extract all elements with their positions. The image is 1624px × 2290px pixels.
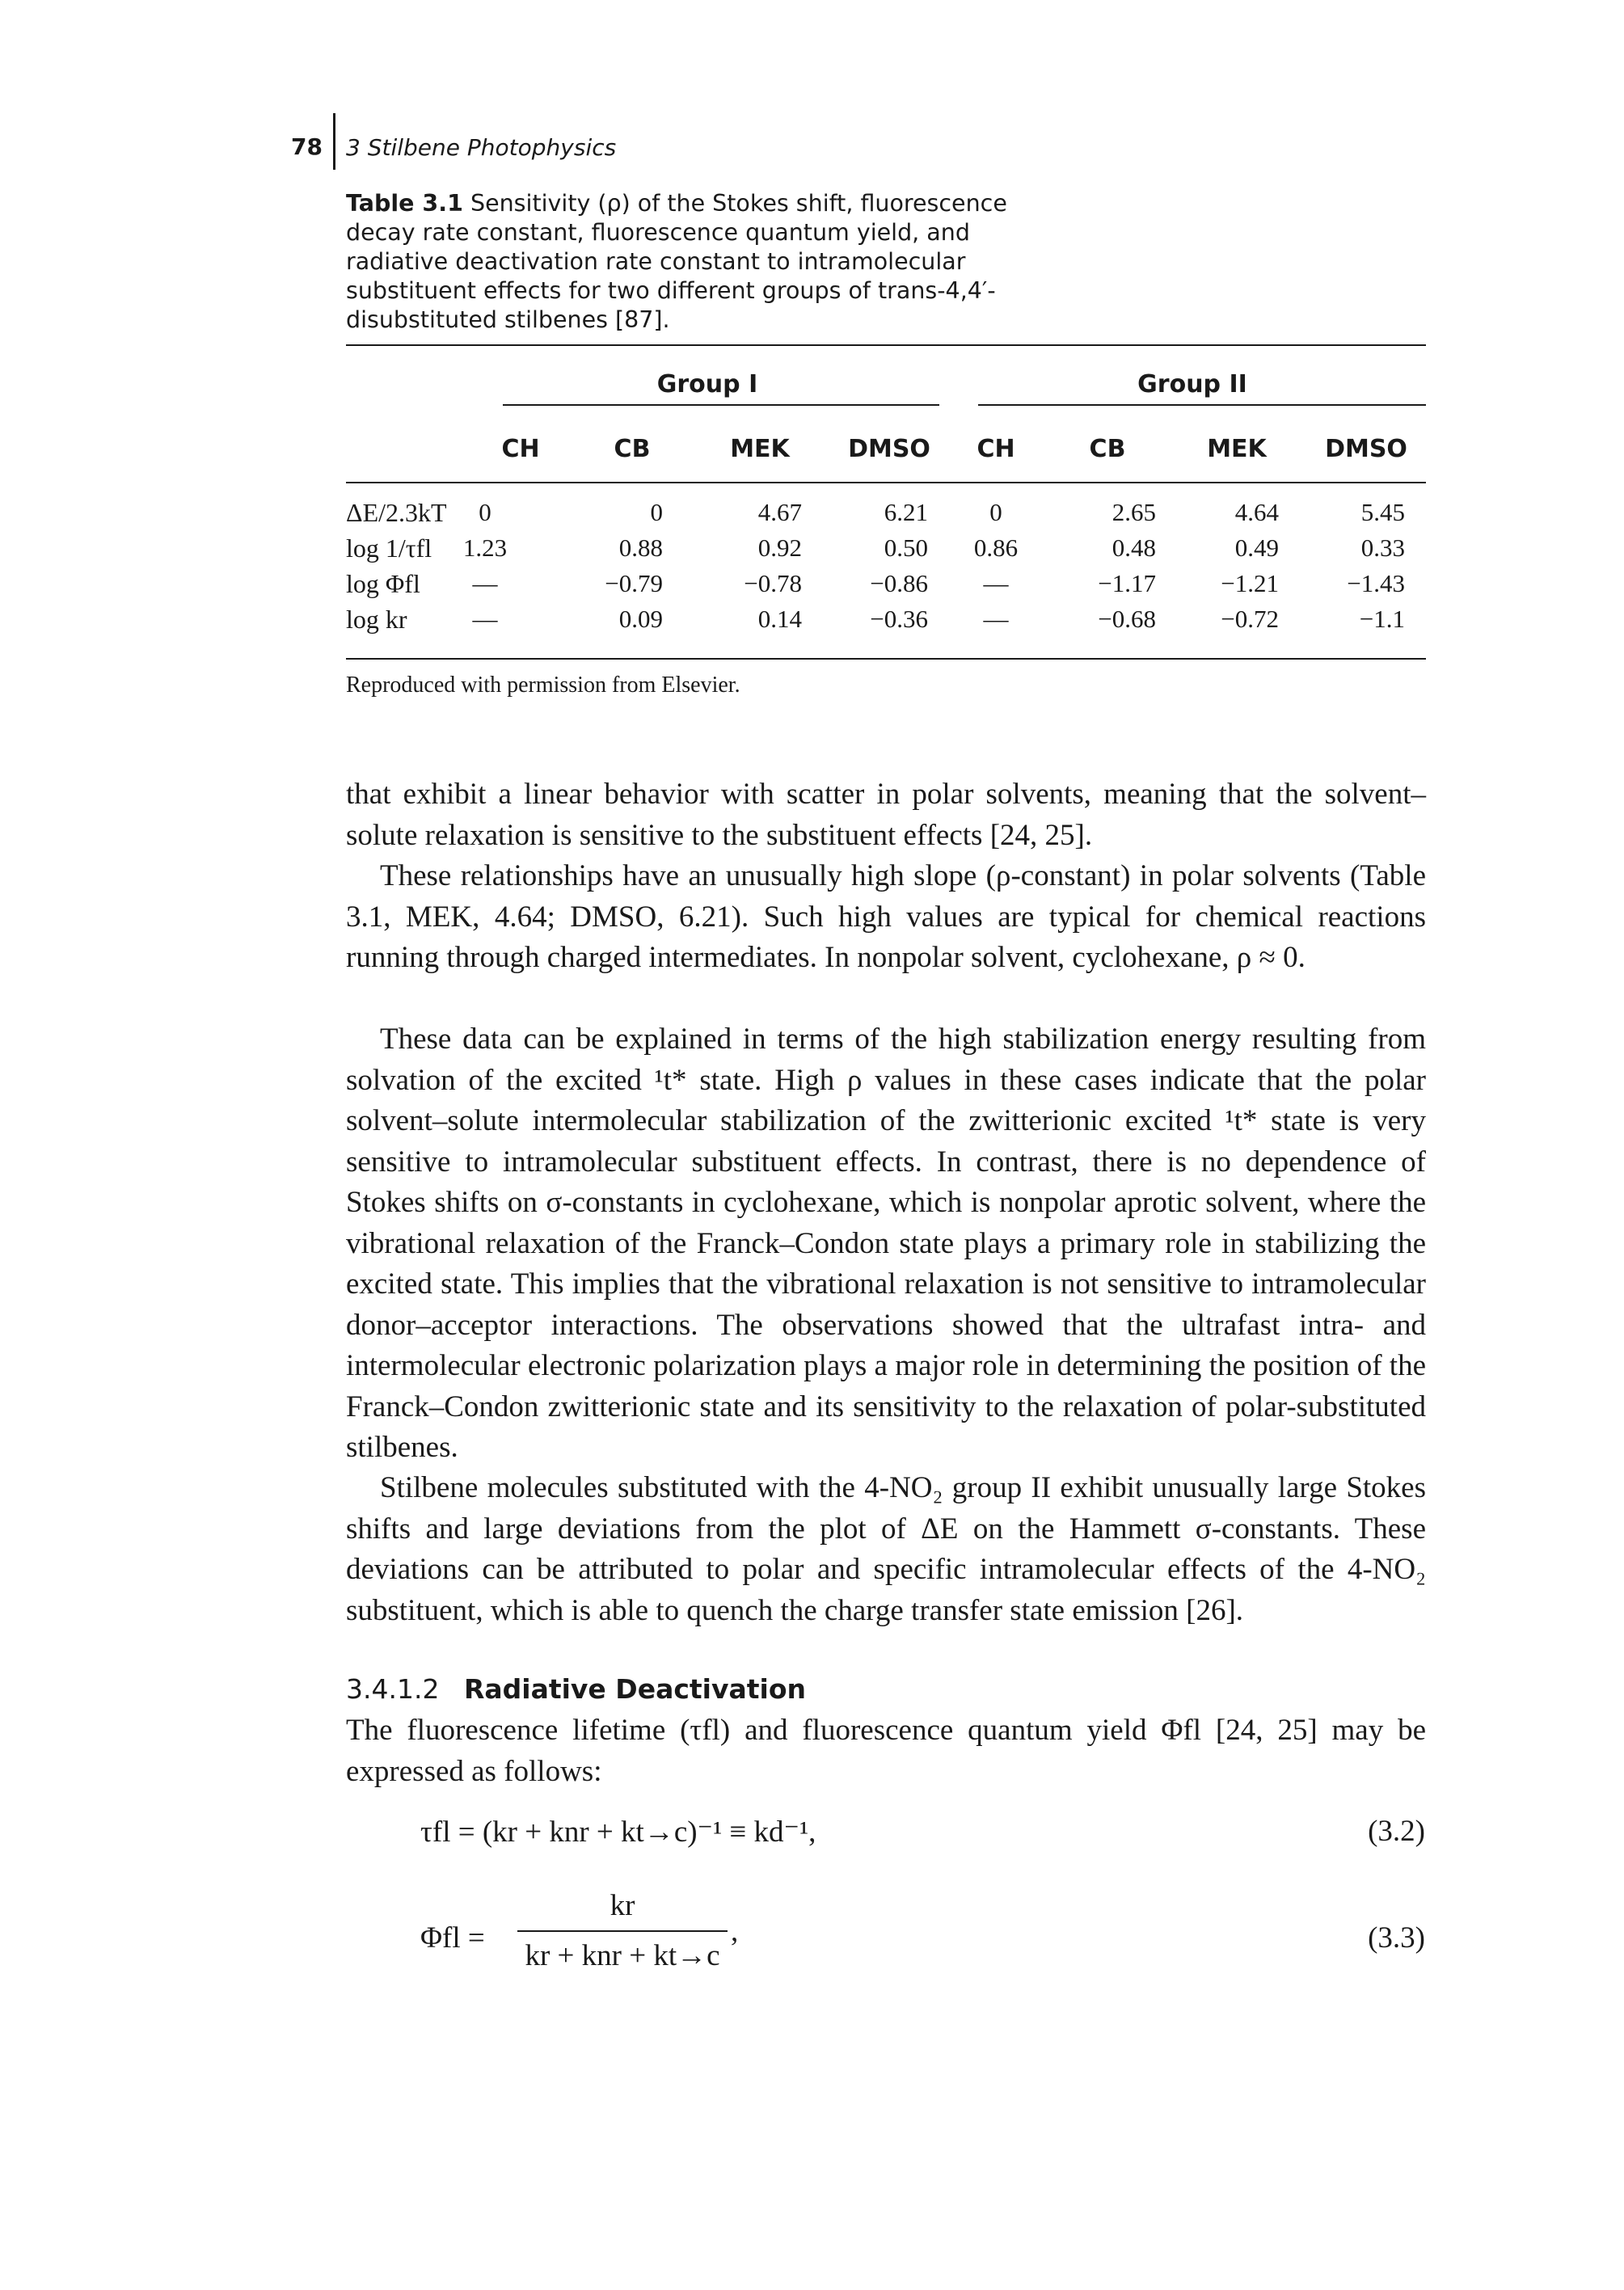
column-header-mek-1: MEK: [730, 435, 790, 463]
table-cell: —: [983, 605, 1009, 633]
group-1-rule: [503, 404, 939, 406]
column-header-cb-1: CB: [614, 435, 651, 463]
table-caption-label: Table 3.1: [346, 190, 463, 217]
equation-3-2: τfl = (kr + knr + kt→c)⁻¹ ≡ kd⁻¹,: [420, 1816, 816, 1849]
table-cell: 0.33: [1360, 533, 1405, 562]
running-head: 3 Stilbene Photophysics: [346, 134, 617, 161]
table-cell: −0.79: [605, 569, 663, 597]
table-cell: 0.88: [618, 533, 663, 562]
paragraph-1: that exhibit a linear behavior with scat…: [346, 778, 1426, 852]
paragraph-4: Stilbene molecules substituted with the …: [346, 1471, 1426, 1627]
table-cell: 0.48: [1111, 533, 1156, 562]
table-cell: −0.78: [744, 569, 802, 597]
group-2-rule: [978, 404, 1426, 406]
table-caption-text: Sensitivity (ρ) of the Stokes shift, flu…: [346, 190, 1007, 333]
table-cell: −1.21: [1221, 569, 1279, 597]
column-header-dmso-2: DMSO: [1325, 435, 1407, 463]
equation-3-3-denominator: kr + knr + kt→c: [525, 1939, 720, 1972]
row-label-log-tau: log 1/τfl: [346, 533, 432, 563]
table-cell: −0.36: [870, 605, 928, 633]
table-bottom-rule: [346, 658, 1426, 660]
table-cell: 6.21: [884, 498, 928, 526]
table-cell: 0: [989, 498, 1002, 526]
table-cell: 0.49: [1234, 533, 1279, 562]
column-header-cb-2: CB: [1089, 435, 1126, 463]
section-number: 3.4.1.2: [346, 1673, 440, 1705]
table-note: Reproduced with permission from Elsevier…: [346, 673, 740, 698]
table-cell: 2.65: [1111, 498, 1156, 526]
table-cell: −0.72: [1221, 605, 1279, 633]
table-cell: 1.23: [462, 533, 508, 562]
row-label-log-kr: log kr: [346, 605, 407, 634]
table-cell: 0.09: [618, 605, 663, 633]
table-cell: −1.1: [1359, 605, 1405, 633]
table-cell: −0.86: [870, 569, 928, 597]
column-header-ch-2: CH: [977, 435, 1015, 463]
table-cell: 0.86: [973, 533, 1019, 562]
table-caption: Table 3.1 Sensitivity (ρ) of the Stokes …: [346, 189, 1065, 335]
paragraph-2: These relationships have an unusually hi…: [346, 859, 1426, 974]
table-cell: —: [472, 605, 498, 633]
table-header-rule: [346, 482, 1426, 483]
paragraph-3: These data can be explained in terms of …: [346, 1023, 1426, 1464]
table-cell: 4.67: [757, 498, 802, 526]
row-label-delta-e: ΔE/2.3kT: [346, 498, 447, 527]
group-header-2: Group II: [1137, 370, 1247, 399]
column-header-ch-1: CH: [501, 435, 540, 463]
table-cell: —: [472, 569, 498, 597]
table-cell: 4.64: [1234, 498, 1279, 526]
row-label-log-phi: log Φfl: [346, 569, 420, 598]
table-cell: 0: [650, 498, 664, 526]
column-header-mek-2: MEK: [1207, 435, 1267, 463]
equation-3-3-fraction-bar: [517, 1930, 728, 1932]
section-title: Radiative Deactivation: [463, 1673, 807, 1705]
table-cell: —: [983, 569, 1009, 597]
table-cell: 0.50: [884, 533, 928, 562]
section-heading: 3.4.1.2 Radiative Deactivation: [346, 1673, 806, 1705]
table-cell: 0: [479, 498, 491, 526]
table-cell: 0.92: [757, 533, 802, 562]
equation-3-3-comma: ,: [731, 1915, 739, 1948]
table-cell: −1.43: [1347, 569, 1405, 597]
table-cell: −1.17: [1098, 569, 1156, 597]
header-divider: [333, 113, 335, 170]
table-cell: −0.68: [1098, 605, 1156, 633]
equation-number-3-3: (3.3): [1368, 1921, 1425, 1955]
equation-3-3-lhs: Φfl =: [420, 1921, 485, 1955]
table-cell: 0.14: [757, 605, 802, 633]
equation-number-3-2: (3.2): [1368, 1815, 1425, 1848]
table-cell: 5.45: [1360, 498, 1405, 526]
table-top-rule: [346, 344, 1426, 346]
page-number: 78: [291, 133, 323, 160]
section-paragraph: The fluorescence lifetime (τfl) and fluo…: [346, 1714, 1426, 1788]
column-header-dmso-1: DMSO: [848, 435, 930, 463]
group-header-1: Group I: [656, 370, 758, 399]
equation-3-3-numerator: kr: [610, 1889, 635, 1922]
